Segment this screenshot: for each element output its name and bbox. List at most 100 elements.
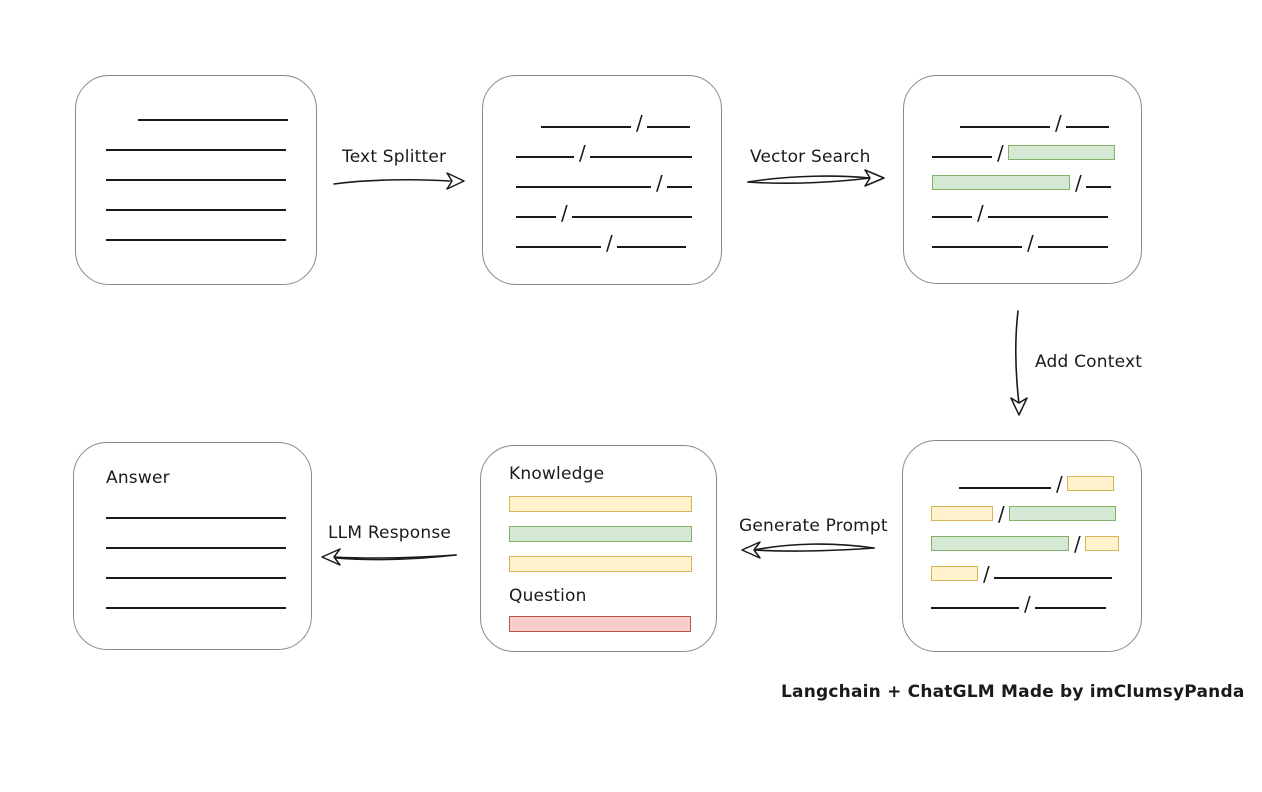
green-chunk bbox=[509, 526, 692, 542]
split-text-lines: / / / / / bbox=[483, 76, 721, 255]
yellow-chunk bbox=[509, 556, 692, 572]
prompt-box: Knowledge Question bbox=[480, 445, 717, 652]
source-document-box bbox=[75, 75, 317, 285]
text-row bbox=[106, 214, 316, 244]
text-row bbox=[106, 522, 311, 552]
text-line bbox=[106, 179, 286, 181]
text-row: / bbox=[932, 221, 1141, 255]
document-lines bbox=[76, 76, 316, 244]
text-row: / bbox=[931, 492, 1141, 526]
slash-mark: / bbox=[1027, 231, 1034, 255]
text-line bbox=[106, 149, 286, 151]
text-line bbox=[960, 126, 1050, 128]
text-row bbox=[106, 582, 311, 612]
text-row: / bbox=[516, 221, 721, 255]
text-row: / bbox=[516, 161, 721, 195]
split-text-box: / / / / / bbox=[482, 75, 722, 285]
text-line bbox=[541, 126, 631, 128]
text-line bbox=[106, 239, 286, 241]
text-line bbox=[1037, 246, 1108, 248]
slash-mark: / bbox=[1055, 111, 1062, 135]
red-chunk bbox=[509, 616, 691, 632]
yellow-chunk bbox=[931, 506, 993, 521]
vector-matched-box: ///// bbox=[903, 75, 1142, 284]
add-context-label: Add Context bbox=[1035, 352, 1143, 372]
text-line bbox=[516, 186, 651, 188]
text-row: / bbox=[516, 101, 721, 135]
text-line bbox=[646, 126, 690, 128]
green-chunk bbox=[1008, 506, 1116, 521]
slash-mark: / bbox=[1074, 532, 1081, 556]
text-line bbox=[932, 246, 1022, 248]
llm-response-arrow bbox=[321, 548, 457, 566]
text-row: / bbox=[931, 522, 1141, 556]
answer-box: Answer bbox=[73, 442, 312, 650]
text-row: / bbox=[932, 191, 1141, 223]
yellow-chunk bbox=[509, 496, 692, 512]
text-line bbox=[666, 186, 692, 188]
green-chunk bbox=[932, 175, 1070, 190]
text-line bbox=[931, 607, 1019, 609]
yellow-chunk bbox=[1066, 476, 1114, 491]
answer-label: Answer bbox=[106, 468, 170, 488]
text-line bbox=[1065, 126, 1109, 128]
yellow-chunk bbox=[931, 566, 978, 581]
text-line bbox=[589, 156, 692, 158]
text-line bbox=[571, 216, 692, 218]
slash-mark: / bbox=[983, 562, 990, 586]
llm-response-label: LLM Response bbox=[328, 523, 452, 543]
text-line bbox=[516, 216, 556, 218]
text-row: / bbox=[931, 582, 1141, 616]
prompt-content: Knowledge Question bbox=[481, 446, 716, 632]
text-row bbox=[106, 492, 311, 522]
text-line bbox=[516, 246, 601, 248]
answer-content: Answer bbox=[74, 443, 311, 612]
context-chunks-lines: / / / / / bbox=[903, 441, 1141, 616]
text-line bbox=[106, 607, 286, 609]
text-line bbox=[106, 577, 286, 579]
vector-search-label: Vector Search bbox=[750, 147, 871, 167]
question-label: Question bbox=[509, 586, 587, 606]
vector-search-arrow bbox=[747, 169, 885, 187]
text-row: / bbox=[932, 101, 1141, 135]
text-row: / bbox=[931, 462, 1141, 494]
text-line bbox=[616, 246, 686, 248]
text-line bbox=[138, 119, 288, 121]
text-line bbox=[993, 577, 1112, 579]
slash-mark: / bbox=[636, 111, 643, 135]
text-splitter-arrow bbox=[333, 172, 465, 190]
context-chunks-box: / / / / / bbox=[902, 440, 1142, 652]
text-row bbox=[106, 124, 316, 154]
slash-mark: / bbox=[606, 231, 613, 255]
slash-mark: / bbox=[998, 502, 1005, 526]
generate-prompt-label: Generate Prompt bbox=[739, 516, 888, 536]
text-line bbox=[932, 156, 992, 158]
slash-mark: / bbox=[656, 171, 663, 195]
slash-mark: / bbox=[1024, 592, 1031, 616]
answer-lines bbox=[74, 488, 311, 612]
text-row: / bbox=[516, 131, 721, 165]
slash-mark: / bbox=[579, 141, 586, 165]
text-row bbox=[106, 184, 316, 214]
text-row bbox=[106, 94, 316, 124]
text-row bbox=[106, 552, 311, 582]
knowledge-label: Knowledge bbox=[509, 464, 605, 484]
text-row: / bbox=[516, 191, 721, 225]
text-line bbox=[516, 156, 574, 158]
text-line bbox=[1034, 607, 1106, 609]
add-context-arrow bbox=[1010, 310, 1028, 416]
text-line bbox=[106, 547, 286, 549]
yellow-chunk bbox=[1084, 536, 1119, 551]
text-line bbox=[106, 517, 286, 519]
text-row: / bbox=[932, 161, 1141, 195]
text-line bbox=[1085, 186, 1111, 188]
credit-text: Langchain + ChatGLM Made by imClumsyPand… bbox=[781, 682, 1245, 702]
slash-mark: / bbox=[1075, 171, 1082, 195]
green-chunk bbox=[1007, 145, 1115, 160]
slash-mark: / bbox=[561, 201, 568, 225]
text-line bbox=[932, 216, 972, 218]
text-splitter-label: Text Splitter bbox=[342, 147, 447, 167]
knowledge-bars bbox=[509, 496, 716, 572]
vector-matched-lines: ///// bbox=[904, 76, 1141, 255]
